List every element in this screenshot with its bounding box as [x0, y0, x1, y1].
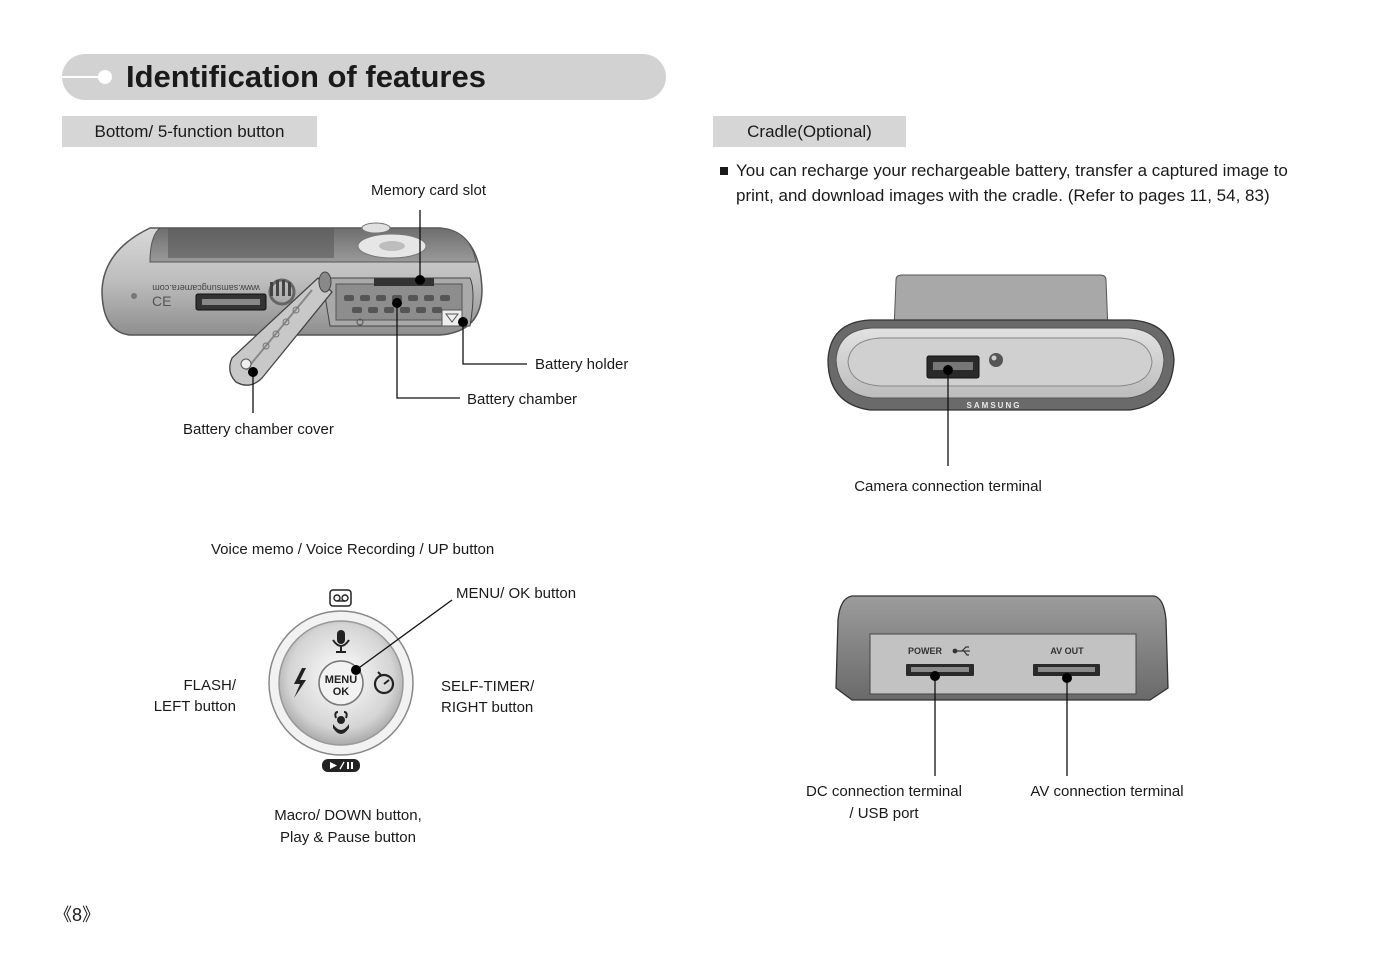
camera-bottom-illustration: CE www.samsungcamera.com — [101, 210, 527, 413]
macro-flower-icon — [333, 711, 349, 734]
av-out-port-label: AV OUT — [1050, 646, 1084, 656]
dpad-menu-text: MENU — [325, 674, 357, 686]
label-dc-connection-line1: DC connection terminal — [806, 783, 962, 800]
cradle-back-illustration: POWER AV OUT — [835, 595, 1169, 776]
ce-mark: CE — [152, 293, 171, 309]
title-bar — [62, 54, 666, 100]
section-title-bottom: Bottom/ 5-function button — [62, 116, 317, 147]
label-flash-left-line1: FLASH/ — [183, 677, 236, 694]
label-voice-memo-up: Voice memo / Voice Recording / UP button — [211, 541, 495, 558]
cradle-top-illustration: SAMSUNG — [827, 274, 1175, 466]
dpad-illustration: MENU OK — [268, 589, 453, 772]
flash-icon — [294, 668, 306, 698]
usb-icon — [952, 646, 970, 656]
dpad-ok-text: OK — [333, 686, 350, 698]
microphone-icon — [332, 630, 350, 653]
label-battery-chamber: Battery chamber — [467, 391, 578, 408]
label-camera-connection-terminal: Camera connection terminal — [854, 478, 1042, 495]
camera-url-print: www.samsungcamera.com — [152, 283, 261, 293]
svg-text:www.samsungcamera.com: www.samsungcamera.com — [152, 283, 261, 293]
label-battery-holder: Battery holder — [535, 356, 629, 373]
bullet-square-icon — [720, 167, 728, 175]
callout-lines-bottom — [252, 210, 527, 413]
title-decor-dot — [98, 70, 112, 84]
label-dc-connection-line2: / USB port — [849, 805, 919, 822]
power-port-label: POWER — [908, 646, 943, 656]
label-macro-down-line2: Play & Pause button — [280, 829, 416, 846]
self-timer-icon — [373, 671, 395, 695]
cradle-brand: SAMSUNG — [967, 401, 1022, 410]
label-menu-ok: MENU/ OK button — [456, 585, 577, 602]
label-flash-left-line2: LEFT button — [153, 698, 236, 715]
cradle-description-text: You can recharge your rechargeable batte… — [736, 161, 1288, 205]
label-av-connection-terminal: AV connection terminal — [1030, 783, 1184, 800]
page-title: Identification of features — [126, 59, 486, 94]
section-title-cradle: Cradle(Optional) — [713, 116, 906, 147]
page-number: 《8》 — [54, 905, 101, 925]
play-pause-icon — [322, 759, 360, 772]
label-self-timer-right-line2: RIGHT button — [441, 699, 534, 716]
label-self-timer-right-line1: SELF-TIMER/ — [441, 678, 535, 695]
label-macro-down-line1: Macro/ DOWN button, — [274, 807, 422, 824]
title-decor-line — [62, 76, 104, 78]
label-battery-chamber-cover: Battery chamber cover — [183, 421, 334, 438]
label-memory-card-slot: Memory card slot — [371, 182, 487, 199]
